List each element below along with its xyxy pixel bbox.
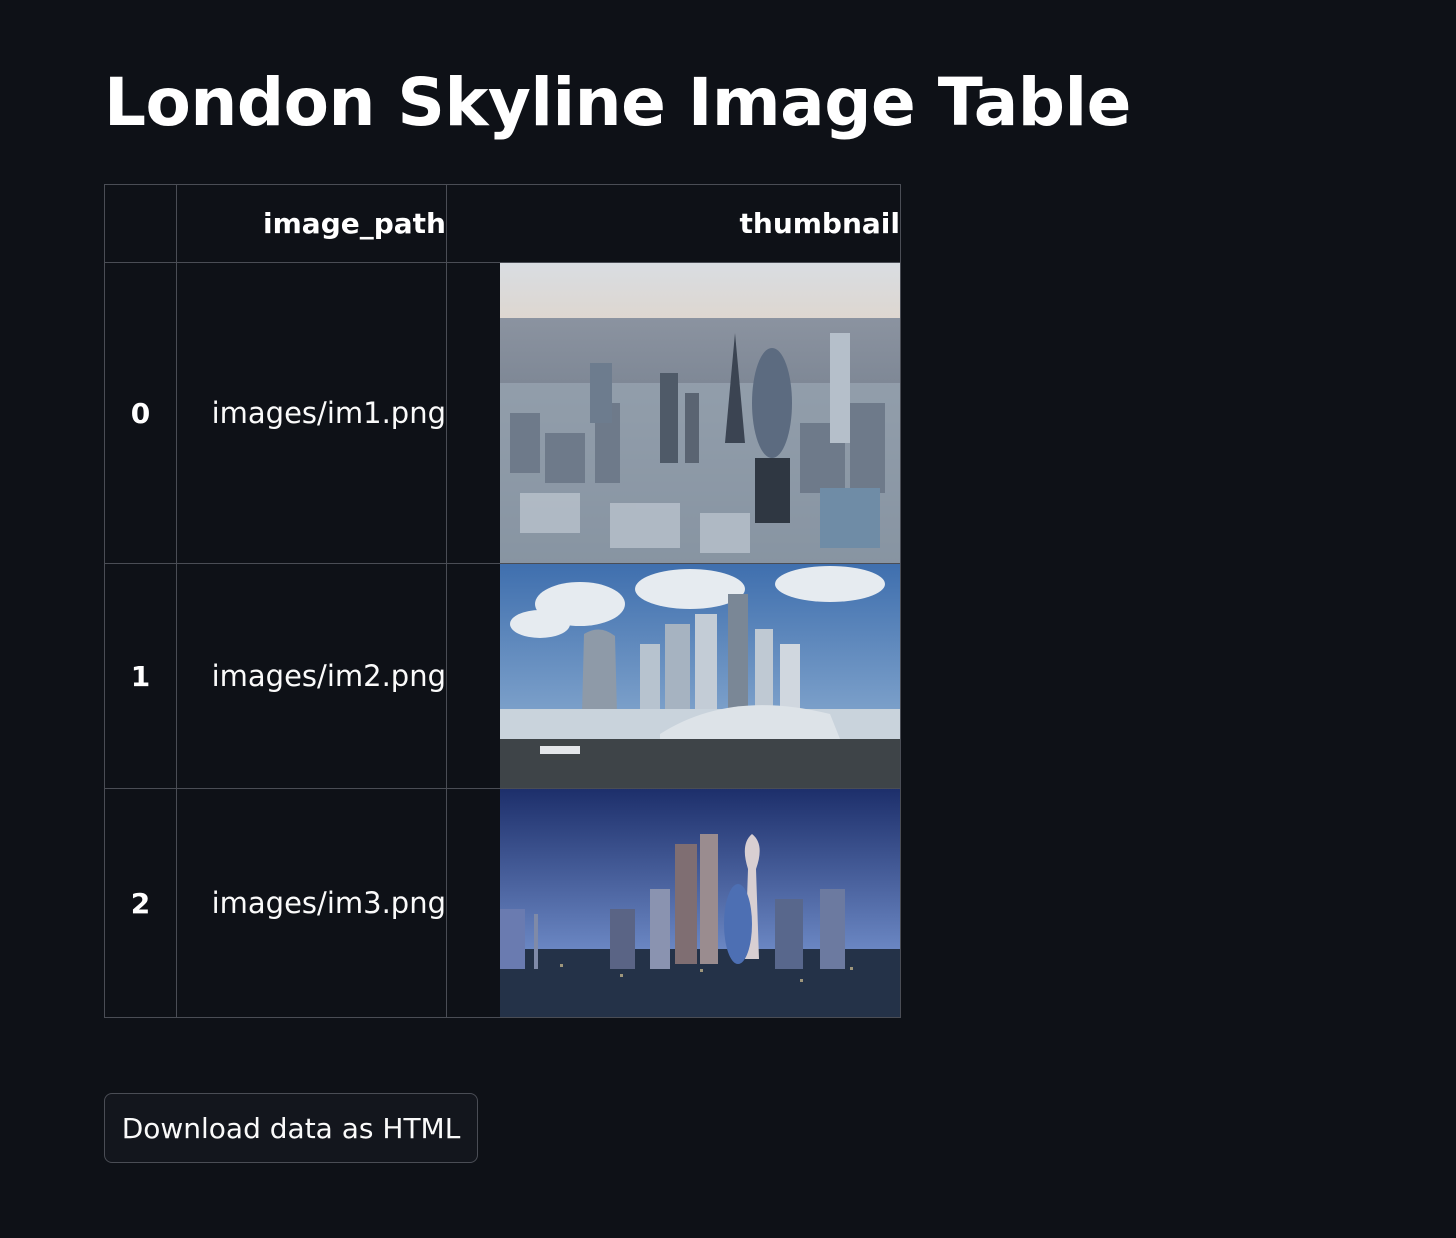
data-table: image_path thumbnail 0 images/im1.png [104, 184, 901, 1018]
image-path-cell: images/im1.png [176, 262, 447, 564]
thumbnail-column-header: thumbnail [446, 184, 901, 263]
table-row: 0 images/im1.png [104, 262, 901, 564]
row-index: 2 [104, 788, 177, 1018]
row-index: 0 [104, 262, 177, 564]
thumbnail-image [500, 564, 900, 788]
image-path-cell: images/im3.png [176, 788, 447, 1018]
table-row: 1 images/im2.png [104, 563, 901, 789]
table-header-row: image_path thumbnail [104, 184, 901, 263]
thumbnail-cell [446, 788, 901, 1018]
image-path-cell: images/im2.png [176, 563, 447, 789]
row-index: 1 [104, 563, 177, 789]
thumbnail-cell [446, 262, 901, 564]
download-html-button[interactable]: Download data as HTML [104, 1093, 478, 1163]
image-path-column-header: image_path [176, 184, 447, 263]
thumbnail-image [500, 263, 900, 563]
index-column-header [104, 184, 177, 263]
table-row: 2 images/im3.png [104, 788, 901, 1018]
page-title: London Skyline Image Table [104, 64, 1131, 141]
thumbnail-cell [446, 563, 901, 789]
thumbnail-image [500, 789, 900, 1017]
